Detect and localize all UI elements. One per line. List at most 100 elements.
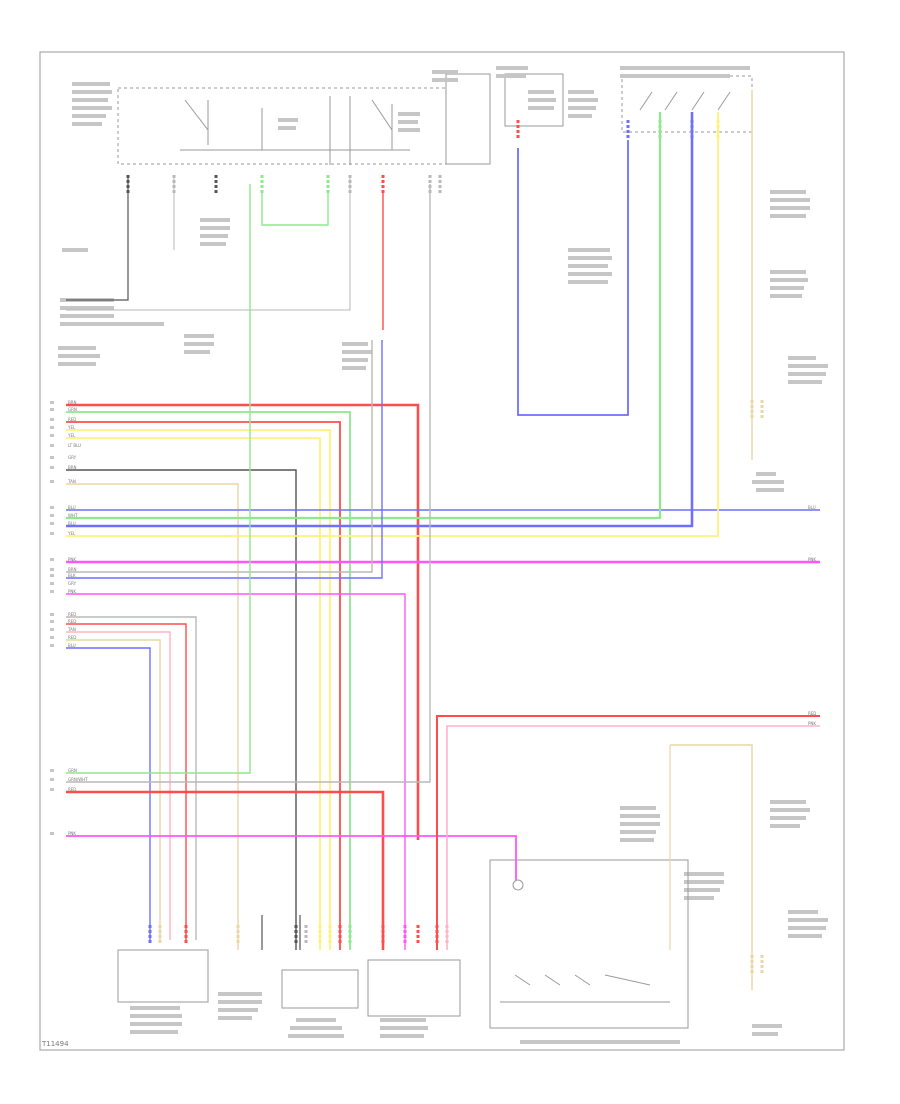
wire-black-gnd [66, 175, 129, 301]
wire-blue-4 [66, 647, 151, 940]
wire-red-right [436, 715, 820, 950]
left-terminal-label: BLK [68, 573, 76, 578]
left-terminal-label: BLU [68, 643, 76, 648]
wire-pink-right [446, 725, 820, 950]
left-terminal-label: GRN [68, 768, 77, 773]
right-terminal-label: PNK [808, 721, 816, 726]
terminal-number-mark [50, 506, 54, 509]
terminal-number-mark [50, 444, 54, 447]
diagram-frame [39, 51, 845, 1051]
terminal-number-mark [50, 832, 54, 835]
left-terminal-label: PNK [68, 831, 76, 836]
left-terminal-label: GRY [68, 581, 77, 586]
left-terminal-label: BRN [68, 567, 77, 572]
left-terminal-label: RED [68, 635, 76, 640]
terminal-number-mark [50, 788, 54, 791]
left-terminal-label: YEL [67, 531, 76, 536]
left-terminal-label: YEL [67, 433, 76, 438]
terminal-number-mark [50, 558, 54, 561]
cruise-indicator [512, 879, 524, 891]
wire-green-1 [66, 411, 351, 950]
terminal-number-mark [50, 480, 54, 483]
wire-yellow-1 [66, 429, 331, 950]
terminal-number-mark [50, 613, 54, 616]
terminal-number-mark [50, 769, 54, 772]
left-terminal-label: WHT [68, 513, 78, 518]
left-terminal-label: RED [68, 787, 76, 792]
left-terminal-label: RED [68, 417, 76, 422]
component-labels [58, 66, 828, 1044]
left-terminal-label: RED [68, 619, 76, 624]
connectors [126, 120, 764, 973]
left-terminal-label: YEL [67, 425, 76, 430]
right-terminal-label: BLU [808, 505, 816, 510]
wire-red-1 [66, 403, 420, 840]
wire-black-1 [66, 469, 297, 950]
right-bottom-module-box [367, 959, 461, 1017]
left-terminal-label: BRN [68, 465, 77, 470]
wire-yellow-3 [66, 112, 719, 537]
left-bottom-sensor-box [117, 949, 209, 1003]
terminal-number-mark [50, 401, 54, 404]
wire-blue-loop [517, 140, 629, 416]
wire-magenta-3 [66, 835, 517, 880]
wire-red-3 [66, 623, 187, 940]
wire-blue-3 [66, 340, 383, 579]
terminal-number-mark [50, 628, 54, 631]
wire-gray-2 [66, 616, 197, 940]
terminal-number-mark [50, 514, 54, 517]
terminal-number-mark [50, 644, 54, 647]
terminal-number-mark [50, 636, 54, 639]
wires [66, 90, 820, 990]
left-terminal-label: GRY [68, 455, 77, 460]
wire-yellow-2 [66, 437, 321, 950]
left-terminal-label: BLU [68, 521, 76, 526]
wire-tan-1 [66, 483, 239, 950]
wire-magenta-2 [66, 593, 406, 950]
wire-blue-2 [66, 112, 694, 528]
terminal-number-mark [50, 434, 54, 437]
wire-gray-4 [66, 175, 351, 311]
terminal-number-mark [50, 456, 54, 459]
right-terminal-label: PNK [808, 557, 816, 562]
wire-green-2 [66, 112, 662, 520]
terminal-number-mark [50, 582, 54, 585]
wire-red-4 [66, 790, 385, 950]
left-terminal-label: BRN [68, 400, 77, 405]
left-terminal-label: PNK [68, 589, 76, 594]
fuse-box [445, 73, 491, 165]
wire-green-loop [261, 190, 329, 226]
terminal-number-mark [50, 466, 54, 469]
center-bottom-module-box [281, 969, 359, 1009]
wire-gray-3 [66, 184, 431, 783]
terminal-number-mark [50, 532, 54, 535]
left-terminal-label: GRN/WHT [68, 777, 88, 782]
right-terminal-label: RED [808, 711, 816, 716]
left-terminal-label: BLU [68, 505, 76, 510]
top-switch-box [504, 73, 564, 127]
terminal-number-mark [50, 574, 54, 577]
wire-tan-2 [66, 639, 161, 940]
terminal-number-mark [50, 426, 54, 429]
terminal-number-mark [50, 418, 54, 421]
right-terminal-labels: BLU PNK RED PNK [808, 505, 816, 726]
cruise-switch-box [489, 859, 689, 1029]
wire-pink-1 [66, 631, 171, 940]
left-terminal-label: LT BLU [68, 443, 81, 448]
terminal-number-mark [50, 590, 54, 593]
left-terminal-label: TAN [67, 627, 76, 632]
terminal-number-mark [50, 408, 54, 411]
wire-tan-right2 [670, 744, 753, 990]
terminal-number-mark [50, 620, 54, 623]
transmission-switch-contacts [639, 91, 731, 111]
wire-red-2 [66, 421, 341, 950]
footer-code: T11494 [41, 1040, 69, 1048]
left-terminal-label: PNK [68, 557, 76, 562]
terminal-number-mark [50, 522, 54, 525]
left-terminal-label: GRN [68, 407, 77, 412]
wire-green-3 [66, 184, 251, 774]
cruise-switch-contacts [500, 974, 670, 1003]
terminal-number-mark [50, 568, 54, 571]
